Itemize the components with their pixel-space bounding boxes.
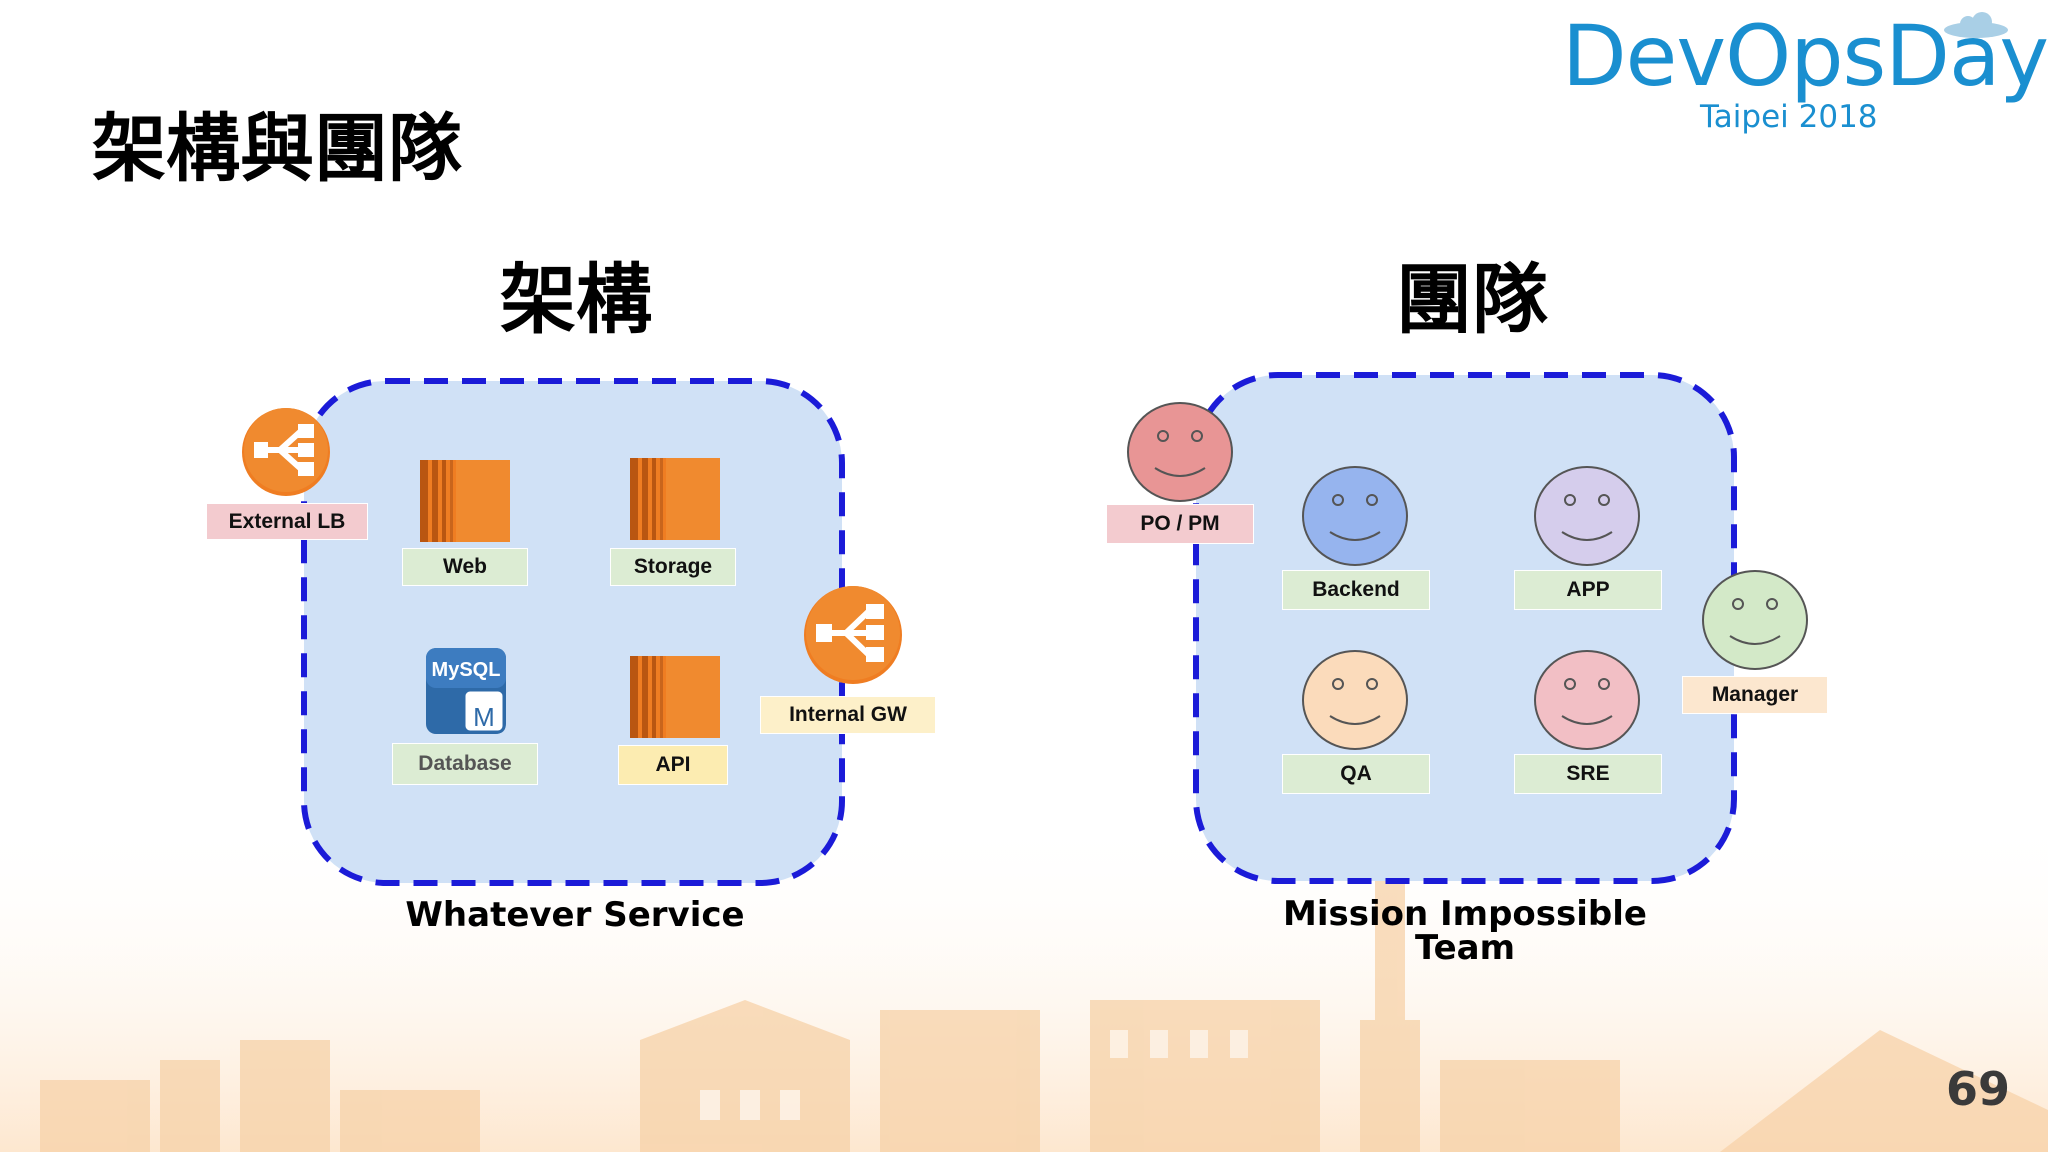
component-label-api: API [618, 745, 728, 785]
mysql-icon-text: MySQL [432, 659, 501, 681]
team-caption: Mission Impossible Team [1283, 894, 1647, 968]
team-heading: 團隊 [1396, 255, 1548, 344]
smiley-face-icon [1302, 650, 1408, 750]
mysql-badge-letter: M [473, 702, 495, 732]
member-label-po-pm: PO / PM [1106, 504, 1254, 544]
component-label-web: Web [402, 548, 528, 586]
smiley-face-icon [1534, 466, 1640, 566]
slide-title: 架構與團隊 [92, 106, 462, 192]
member-label-qa: QA [1282, 754, 1430, 794]
mysql-icon: MySQL M [426, 648, 506, 734]
team-boundary [1193, 372, 1737, 884]
smiley-face-icon [1127, 402, 1233, 502]
load-balancer-icon [804, 586, 902, 684]
architecture-caption: Whatever Service [405, 895, 745, 935]
member-label-sre: SRE [1514, 754, 1662, 794]
load-balancer-icon [242, 408, 330, 496]
smiley-face-icon [1534, 650, 1640, 750]
page-number: 69 [1946, 1062, 2011, 1116]
ec2-instance-icon [630, 458, 720, 540]
member-label-backend: Backend [1282, 570, 1430, 610]
ec2-instance-icon [420, 460, 510, 542]
architecture-heading: 架構 [500, 255, 652, 344]
member-label-manager: Manager [1682, 676, 1828, 714]
component-label-internal-gw: Internal GW [760, 696, 936, 734]
ec2-instance-icon [630, 656, 720, 738]
smiley-face-icon [1302, 466, 1408, 566]
member-label-app: APP [1514, 570, 1662, 610]
cloud-icon [1944, 12, 2008, 38]
component-label-database: Database [392, 743, 538, 785]
architecture-boundary [301, 378, 845, 886]
smiley-face-icon [1702, 570, 1808, 670]
component-label-external-lb: External LB [206, 503, 368, 540]
component-label-storage: Storage [610, 548, 736, 586]
logo-subtitle: Taipei 2018 [1700, 99, 1878, 135]
